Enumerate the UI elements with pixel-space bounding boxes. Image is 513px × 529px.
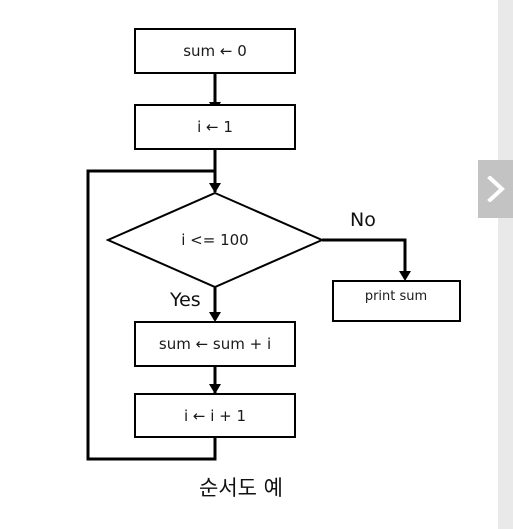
process-box-increment	[134, 393, 296, 438]
flow-connectors	[86, 73, 407, 461]
arrowhead-5	[209, 384, 221, 394]
process-box-init-sum	[134, 28, 296, 74]
flowchart-diagram: sum ← 0 i ← 1 i <= 100 print sum sum ← s…	[86, 28, 461, 461]
process-label-accumulate: sum ← sum + i	[159, 335, 271, 353]
process-box-init-i	[134, 104, 296, 150]
process-label-increment: i ← i + 1	[184, 407, 246, 425]
arrowhead-2	[209, 183, 221, 193]
chevron-right-icon	[487, 176, 505, 202]
process-label-init-i: i ← 1	[197, 118, 233, 136]
figure-caption: 순서도 예	[199, 476, 283, 500]
arrowhead-3	[399, 271, 411, 281]
process-box-accumulate	[134, 321, 296, 367]
loop-back-connector	[86, 169, 217, 461]
arrow-no-to-print	[322, 238, 407, 277]
next-slide-button[interactable]	[478, 160, 513, 218]
process-label-init-sum: sum ← 0	[183, 42, 247, 60]
output-box-print	[332, 280, 461, 322]
output-label-print: print sum	[365, 289, 427, 304]
decision-label: i <= 100	[181, 231, 248, 249]
arrowhead-4	[209, 312, 221, 322]
edge-label-yes: Yes	[169, 289, 201, 311]
decision-diamond	[105, 191, 325, 289]
edge-label-no: No	[350, 209, 376, 231]
side-scroll-strip	[498, 0, 513, 529]
